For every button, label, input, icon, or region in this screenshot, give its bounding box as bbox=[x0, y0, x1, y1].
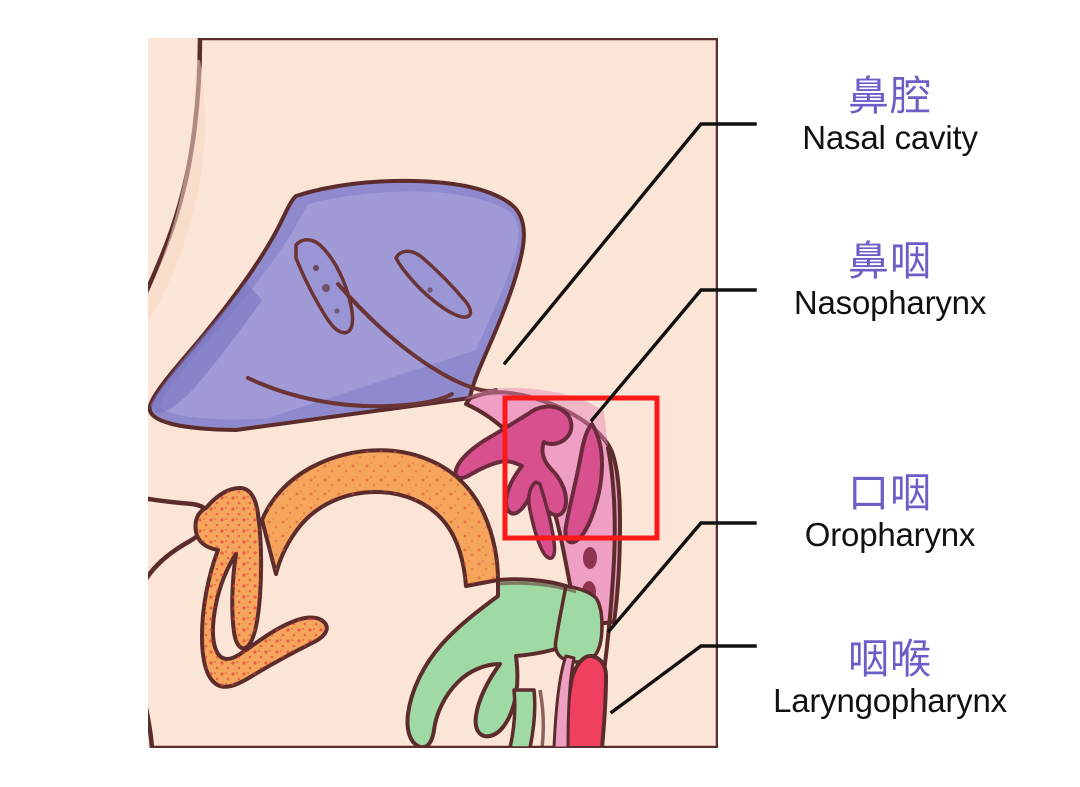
label-nasal-cavity-cn: 鼻腔 bbox=[848, 72, 932, 120]
label-nasal-cavity[interactable]: 鼻腔 Nasal cavity bbox=[725, 72, 1055, 157]
leader-line-nasal-cavity bbox=[502, 122, 757, 366]
label-laryngopharynx[interactable]: 咽喉 Laryngopharynx bbox=[725, 635, 1055, 720]
posterior-pharyngeal-fold bbox=[563, 422, 604, 545]
middle-concha bbox=[394, 249, 473, 319]
label-nasopharynx-en: Nasopharynx bbox=[793, 283, 987, 321]
anterior-airway-column bbox=[508, 688, 537, 748]
label-oropharynx[interactable]: 口咽 Oropharynx bbox=[725, 469, 1055, 554]
nose-shading bbox=[148, 60, 205, 322]
label-laryngopharynx-en: Laryngopharynx bbox=[773, 681, 1007, 719]
leader-line-nasopharynx bbox=[589, 288, 757, 423]
leader-line-oropharynx bbox=[606, 521, 757, 634]
epiglottis-line bbox=[497, 581, 577, 594]
leader-lines bbox=[502, 122, 757, 715]
inferior-concha bbox=[336, 282, 498, 393]
nasopharynx-upper-wash bbox=[464, 387, 608, 446]
label-oropharynx-cn: 口咽 bbox=[848, 469, 932, 517]
oropharynx-column bbox=[553, 584, 604, 664]
posterior-wall-line bbox=[602, 446, 617, 674]
label-nasopharynx[interactable]: 鼻咽 Nasopharynx bbox=[725, 237, 1055, 322]
leader-line-laryngopharynx bbox=[609, 644, 757, 715]
tongue-dorsum-texture bbox=[262, 450, 498, 586]
label-nasal-cavity-en: Nasal cavity bbox=[802, 118, 978, 156]
hypopharynx-pink-strip bbox=[552, 654, 576, 748]
laryngopharynx-region bbox=[564, 653, 608, 748]
tongue-texture-front bbox=[195, 488, 327, 687]
nasal-floor-line bbox=[246, 376, 454, 409]
pharyngeal-ostium-upper bbox=[583, 547, 597, 569]
label-laryngopharynx-cn: 咽喉 bbox=[848, 635, 932, 683]
label-nasopharynx-cn: 鼻咽 bbox=[848, 237, 932, 285]
nasal-vestibule-shadow bbox=[150, 282, 262, 414]
nasopharynx-highlight-box[interactable] bbox=[502, 395, 660, 541]
lower-neck-line bbox=[538, 689, 546, 748]
label-oropharynx-en: Oropharynx bbox=[804, 515, 976, 553]
